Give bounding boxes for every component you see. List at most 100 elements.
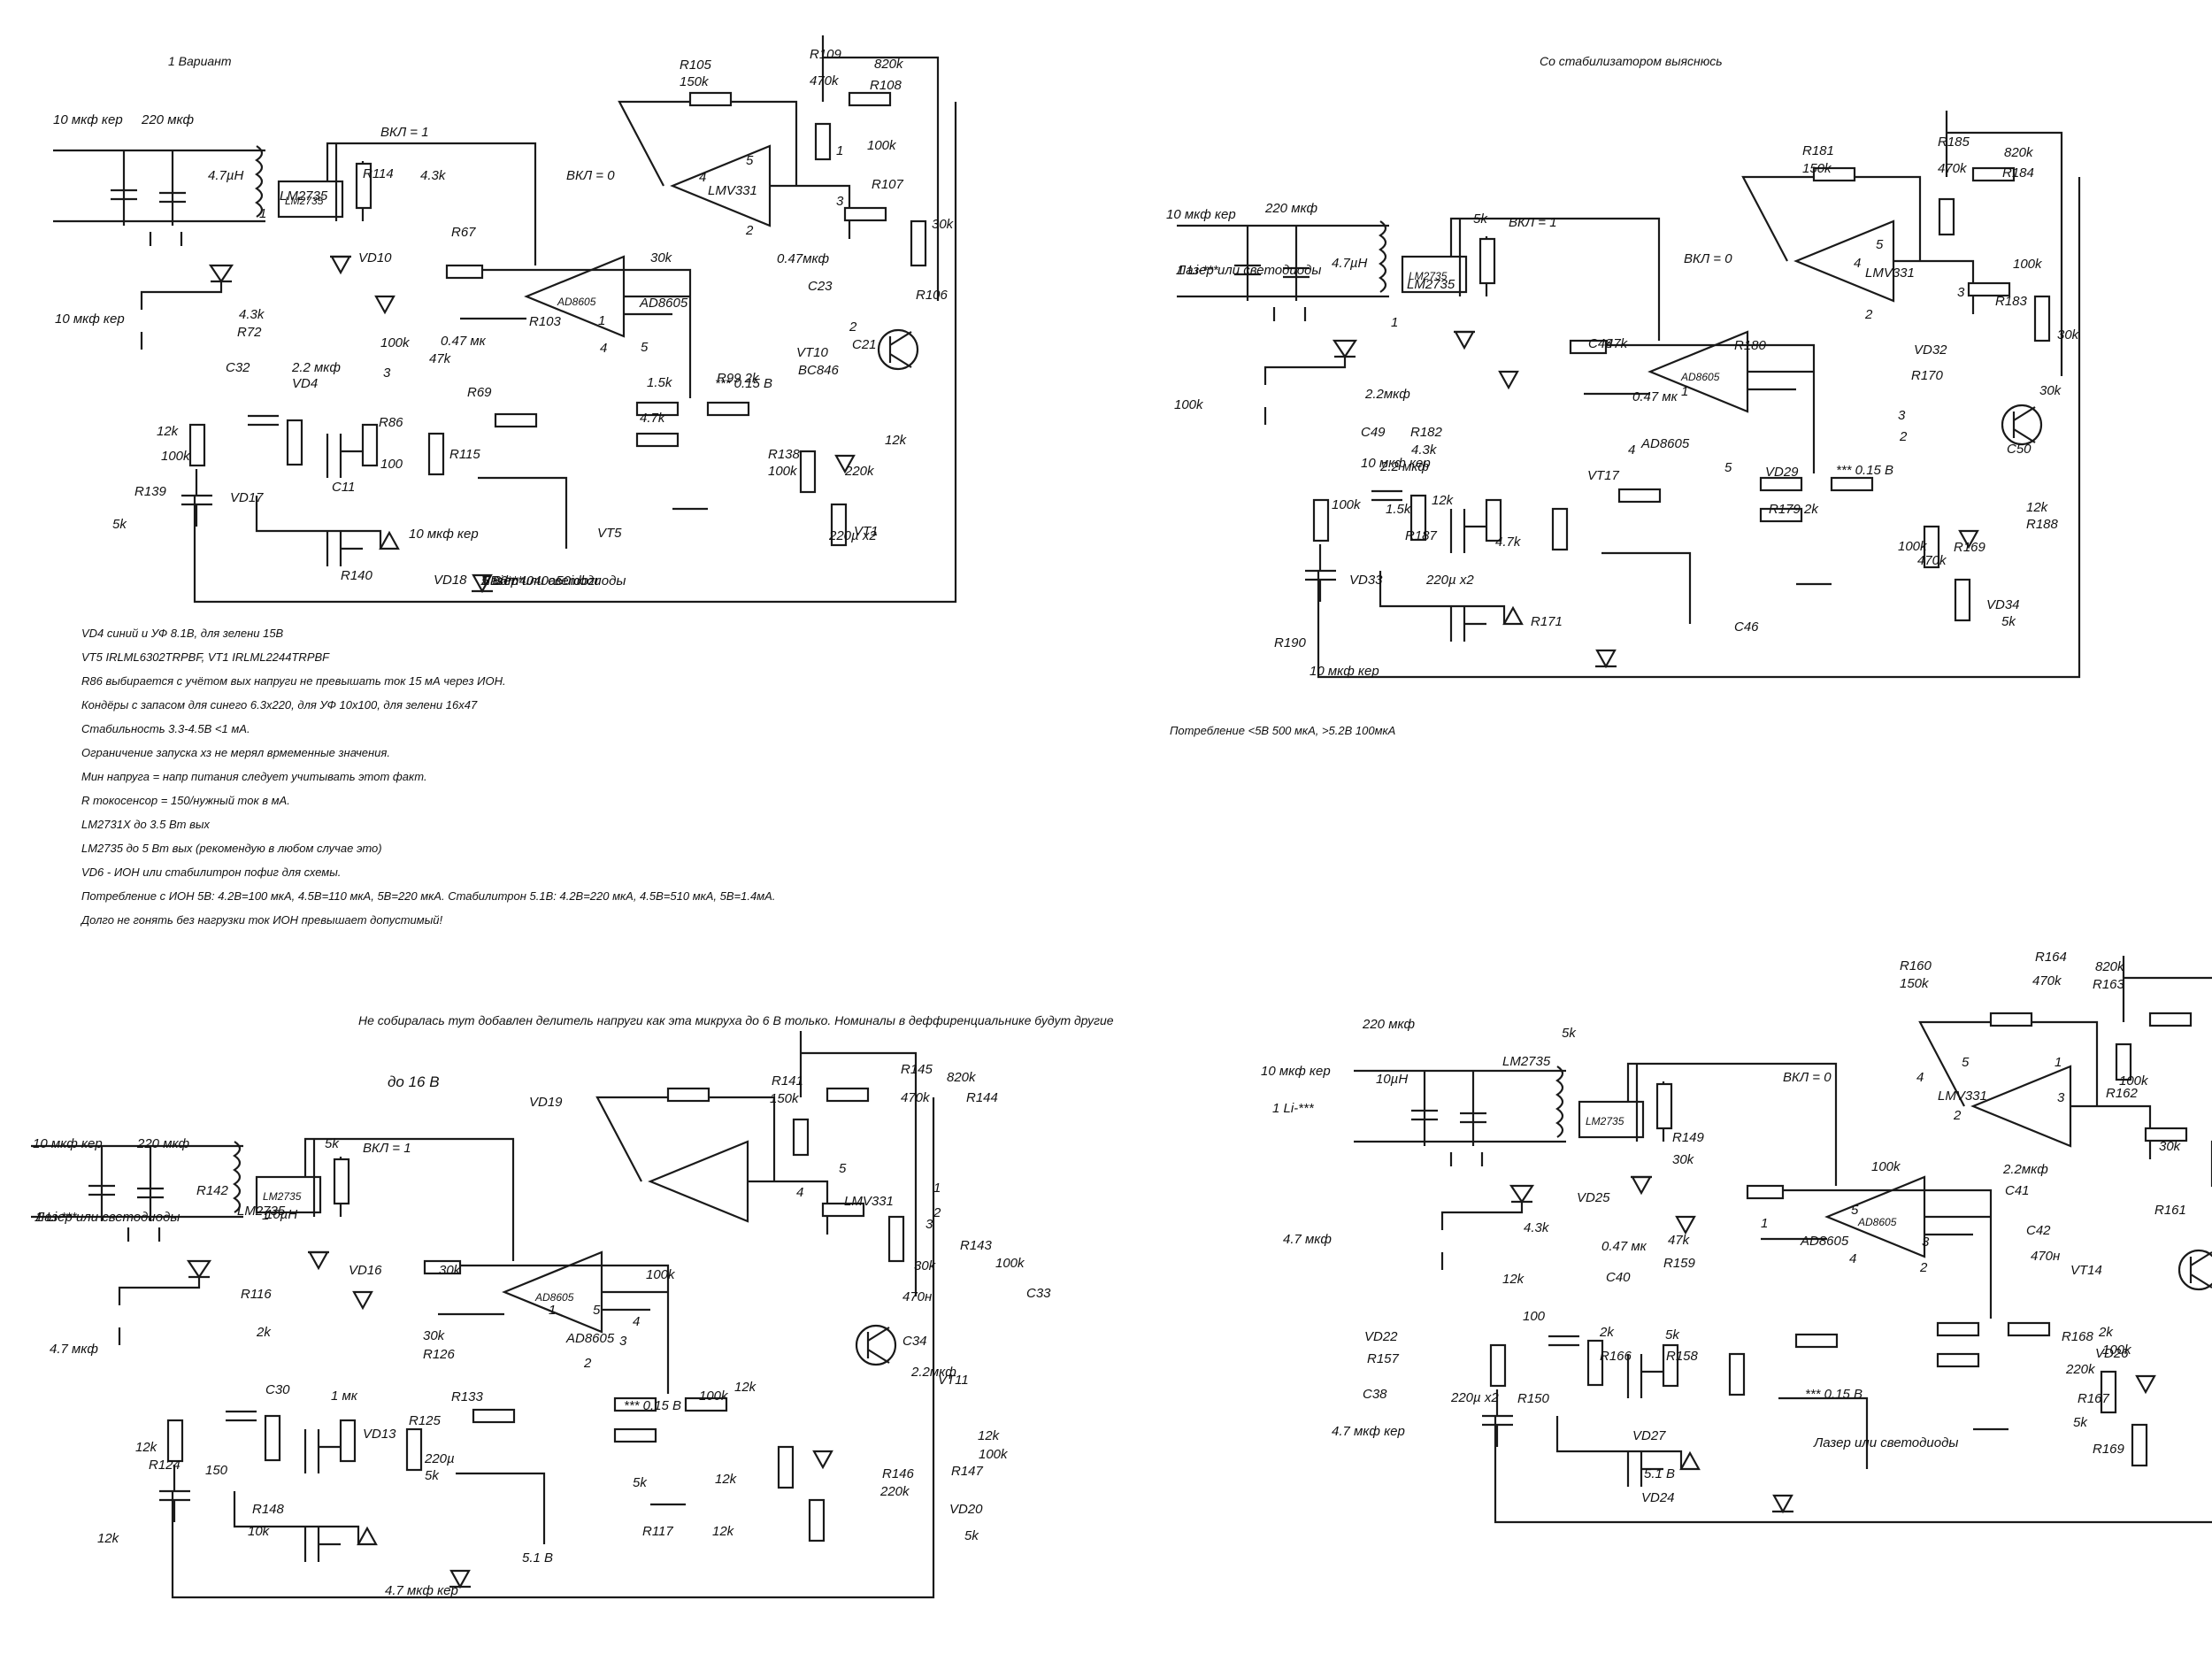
component-label: 470н [2031,1249,2060,1264]
component-label: 100k [161,449,191,464]
component-label: 30k [2057,327,2080,342]
component-label: VD16 [349,1263,382,1278]
component-label: ВКЛ = 0 [566,168,615,183]
component-label: VT10 [796,345,829,360]
component-label: VD32 [1914,342,1947,358]
component-label: 150k [1802,161,1832,176]
component-label: 100k [699,1389,729,1404]
component-label: 0.47 мк [1601,1239,1647,1254]
component-label: 100k [1332,497,1362,512]
component-label: 5k [112,517,127,532]
component-label: R69 [467,385,492,400]
component-label: VT5 [597,526,622,541]
component-label: 1 [262,1208,269,1223]
circuit-top-right [1175,109,2081,679]
component-label: 220k [844,464,875,479]
component-label: 100 [1523,1309,1546,1324]
component-label: 1 [1761,1216,1768,1231]
component-label: 10 мкф кер [409,527,479,542]
component-label: R106 [916,288,949,303]
component-label: AD8605 [1800,1234,1849,1249]
component-label: 2 [745,223,754,238]
component-label: 5k [964,1528,979,1543]
component-label: 30k [2039,383,2062,398]
component-label: AD8605 [565,1331,615,1346]
component-label: 0.47 мк [1632,389,1678,404]
component-label: 3 [1898,408,1906,423]
component-label: 2.2мкф [1364,387,1410,402]
component-label: 820k [947,1070,977,1085]
component-label: Лазер или светодиоды [35,1210,180,1225]
component-label: 100k [2119,1073,2149,1089]
component-label: 5 [1724,460,1732,475]
component-label: 470k [1917,553,1947,568]
component-label: R163 [2093,977,2125,992]
component-label: VD10 [358,250,392,265]
component-label: 4.7 мкф кер [1332,1424,1405,1439]
note-line: VT5 IRLML6302TRPBF, VT1 IRLML2244TRPBF [81,650,330,664]
component-label: LM2735 [237,1204,286,1219]
component-label: R108 [870,78,902,93]
component-label: 100k [380,335,411,350]
component-label: R144 [966,1090,998,1105]
component-label: 220 мкф [1264,201,1318,216]
component-label: 1.5k [647,375,673,390]
component-label: 4.7 мкф [50,1342,98,1357]
component-label: 10 мкф кер [33,1136,103,1151]
component-label: 3 [926,1217,933,1232]
component-label: 4 [600,341,607,356]
component-label: R190 [1274,635,1307,650]
component-label: 5k [325,1136,340,1151]
heading-bottom-left: Не собиралась тут добавлен делитель напр… [358,1013,1114,1027]
component-label: 3 [1922,1235,1930,1250]
component-label: 100k [2013,257,2043,272]
component-label: VT17 [1587,468,1620,483]
component-label: 5 [593,1303,601,1318]
component-label: R187 [1405,528,1438,543]
component-label: ВКЛ = 1 [363,1141,411,1156]
component-label: ВКЛ = 0 [1684,251,1732,266]
component-label: 30k [914,1258,937,1273]
component-label: 4 [1916,1070,1924,1085]
component-label: 100 [380,457,403,472]
component-label: R105 [680,58,712,73]
component-label: VD25 [1577,1190,1610,1205]
component-label: R180 [1734,338,1767,353]
component-label: ВКЛ = 0 [1783,1070,1832,1085]
component-label: 2.2мкф [910,1365,956,1380]
component-label: 100k [2102,1342,2132,1358]
component-label: 2 [1919,1260,1928,1275]
component-label: 10 мкф кер [1310,664,1379,679]
component-label: R103 [529,314,562,329]
component-label: 3 [2057,1090,2065,1105]
component-label: ВКЛ = 1 [1509,215,1557,230]
component-label: 12k [978,1428,1001,1443]
component-label: 30k [1672,1152,1695,1167]
component-label: R160 [1900,958,1932,973]
notes-block: VD4 синий и УФ 8.1В, для зелени 15В VT5 … [80,627,775,927]
component-label: 4.3k [239,307,265,322]
component-label: 10k [248,1524,271,1539]
component-label: 100k [1174,397,1204,412]
component-label: 5k [1665,1327,1680,1342]
component-label: R140 [341,568,373,583]
component-label: 10µH [1376,1072,1408,1087]
component-label: VD29 [1765,465,1799,480]
component-label: R141 [772,1073,803,1089]
circuit-bottom-left [29,1029,935,1599]
component-label: 1 Li-*** [1272,1101,1315,1116]
component-label: 820k [2004,145,2034,160]
circuit-bottom-right [1352,954,2212,1524]
component-label: 100k [1898,539,1928,554]
component-label: LM2735 [1502,1054,1551,1069]
component-label: R86 [379,415,403,430]
note-line: R86 выбирается с учётом вых напруги не п… [81,674,506,688]
note-line: Кондёры с запасом для синего 6.3х220, дл… [81,698,478,712]
component-label: Лазер или светодиоды [1176,263,1321,278]
consumption-note: Потребление <5В 500 мкА, >5.2В 100мкА [1170,724,1395,737]
component-label: 1 [2055,1055,2062,1070]
component-label: 100k [979,1447,1009,1462]
component-label: *** 0.15 В [715,376,772,391]
component-label: VD27 [1632,1428,1666,1443]
